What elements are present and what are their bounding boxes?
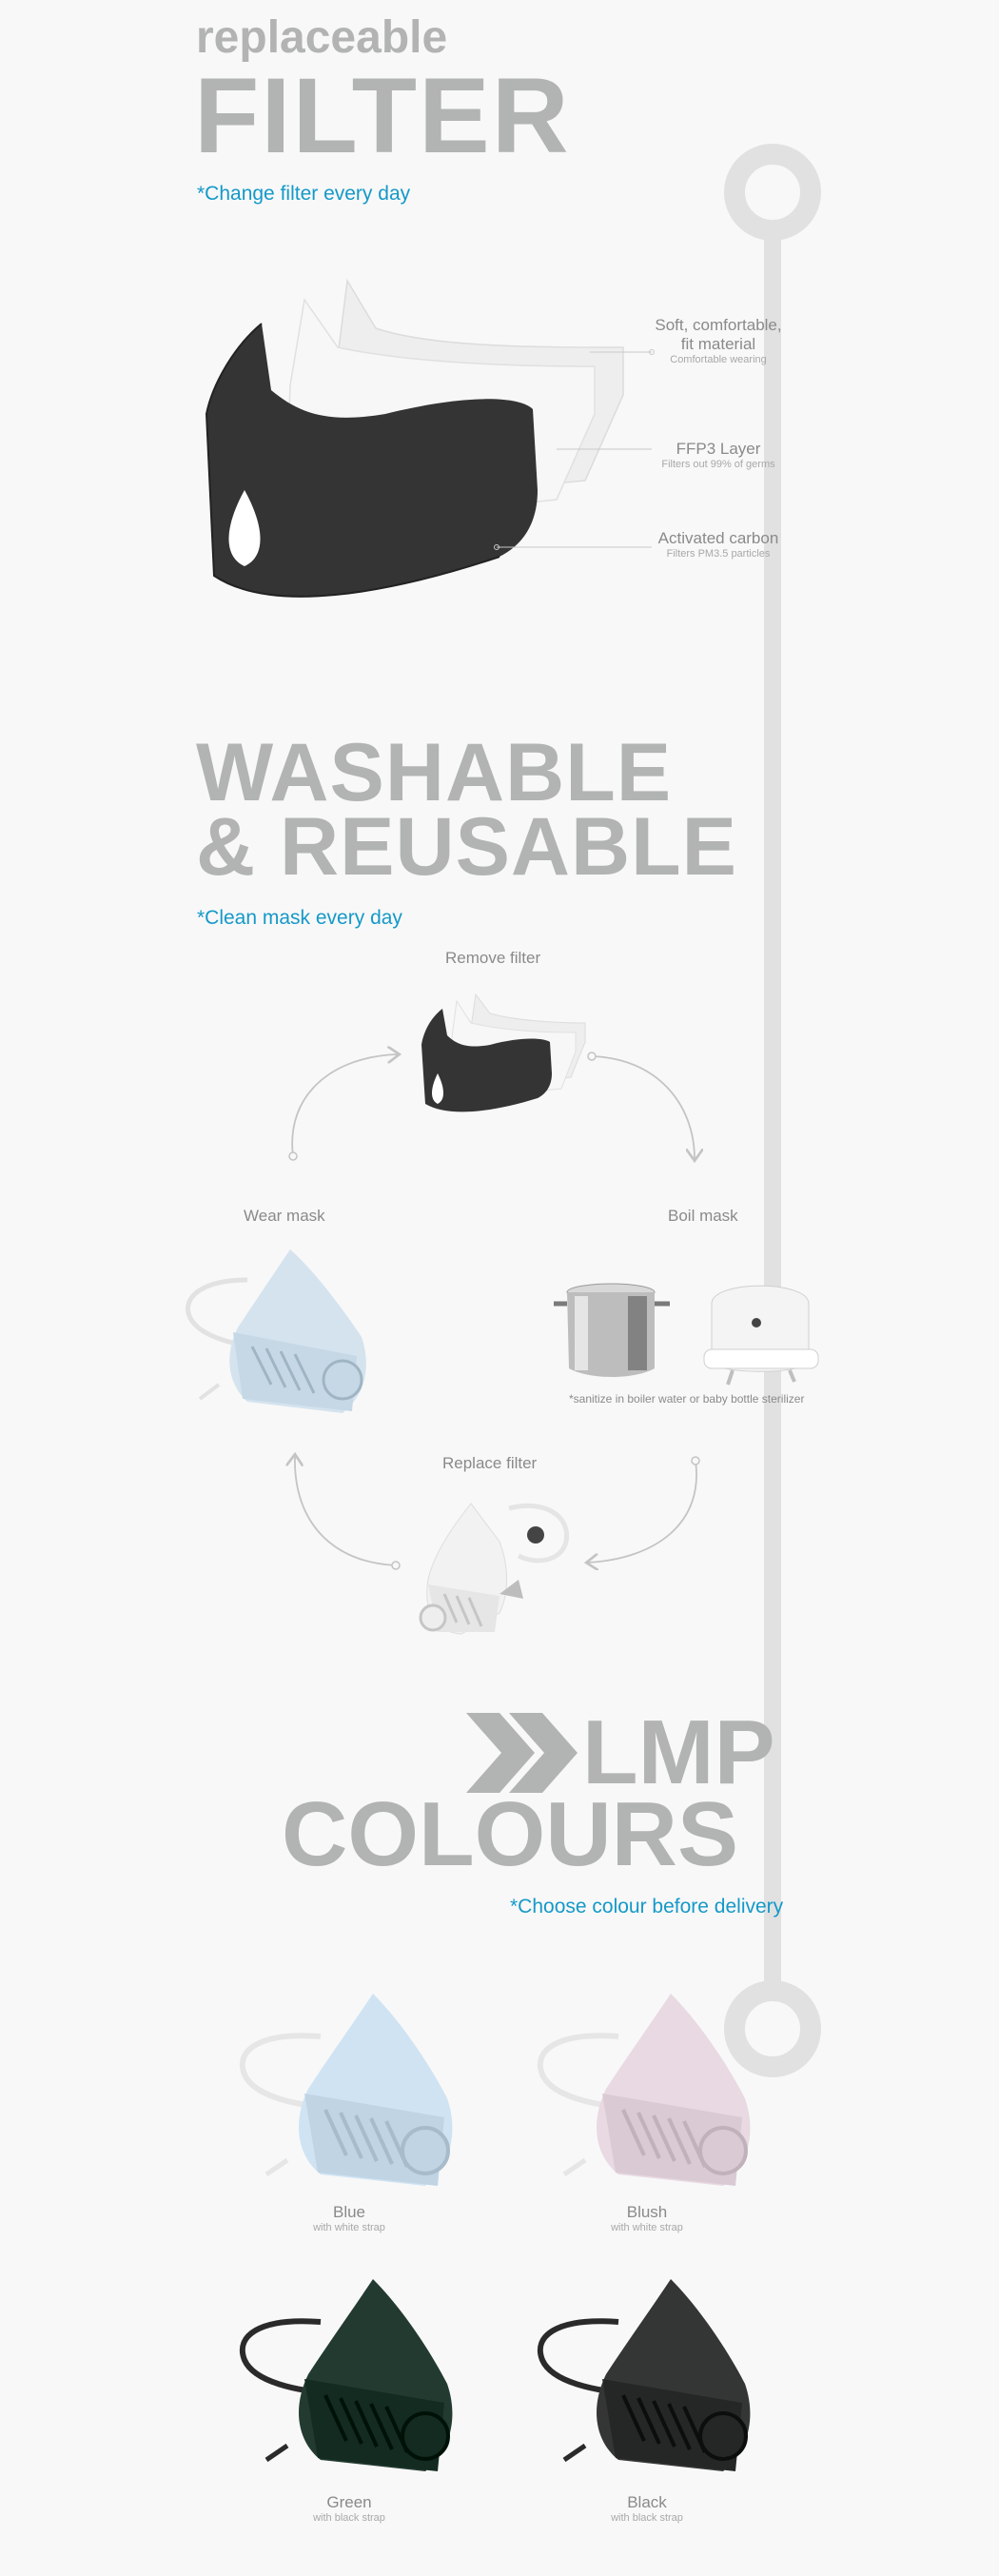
progress-track <box>724 144 821 2077</box>
pot-icon <box>554 1283 670 1377</box>
filter-note: *Change filter every day <box>197 183 411 205</box>
colour-option-blush[interactable]: Blush with white strap <box>519 1984 775 2246</box>
mask-blue-icon <box>239 1994 453 2186</box>
sterilizer-icon <box>703 1285 819 1386</box>
layer-soft-material: Soft, comfortable, fit material Comforta… <box>655 316 782 365</box>
wear-mask-illustration <box>186 1249 366 1413</box>
step-wear-mask: Wear mask <box>244 1207 325 1225</box>
replace-filter-illustration <box>419 1503 570 1635</box>
mask-black-icon <box>537 2279 751 2471</box>
filter-leader-lines <box>494 349 655 550</box>
colours-note: *Choose colour before delivery <box>510 1896 784 1917</box>
colour-option-green[interactable]: Green with black strap <box>221 2270 478 2531</box>
filter-title: FILTER <box>194 56 571 175</box>
colours-title-line1: LMP <box>582 1701 775 1803</box>
colour-option-black[interactable]: Black with black strap <box>519 2270 775 2531</box>
step-replace-filter: Replace filter <box>442 1454 538 1472</box>
mask-green-icon <box>239 2279 453 2471</box>
colour-option-blue[interactable]: Blue with white strap <box>221 1984 478 2246</box>
small-filter-illustration <box>421 993 586 1112</box>
layer-ffp3: FFP3 Layer Filters out 99% of germs <box>661 440 775 470</box>
step-remove-filter: Remove filter <box>445 949 541 967</box>
cycle-arrows <box>276 1037 723 1570</box>
boil-illustration <box>554 1283 819 1386</box>
filter-kicker: replaceable <box>196 12 448 63</box>
chevrons-icon <box>466 1713 578 1793</box>
wash-title-line2: & REUSABLE <box>196 801 738 893</box>
mask-blush-icon <box>537 1994 751 2186</box>
colours-title-line2: COLOURS <box>282 1783 738 1885</box>
layer-activated-carbon: Activated carbon Filters PM3.5 particles <box>657 529 779 560</box>
wash-title-line1: WASHABLE <box>196 727 673 818</box>
wash-note: *Clean mask every day <box>197 907 402 929</box>
filter-layers-illustration <box>205 278 624 598</box>
step-boil-mask: Boil mask <box>668 1207 738 1225</box>
sanitize-note: *sanitize in boiler water or baby bottle… <box>569 1392 805 1406</box>
